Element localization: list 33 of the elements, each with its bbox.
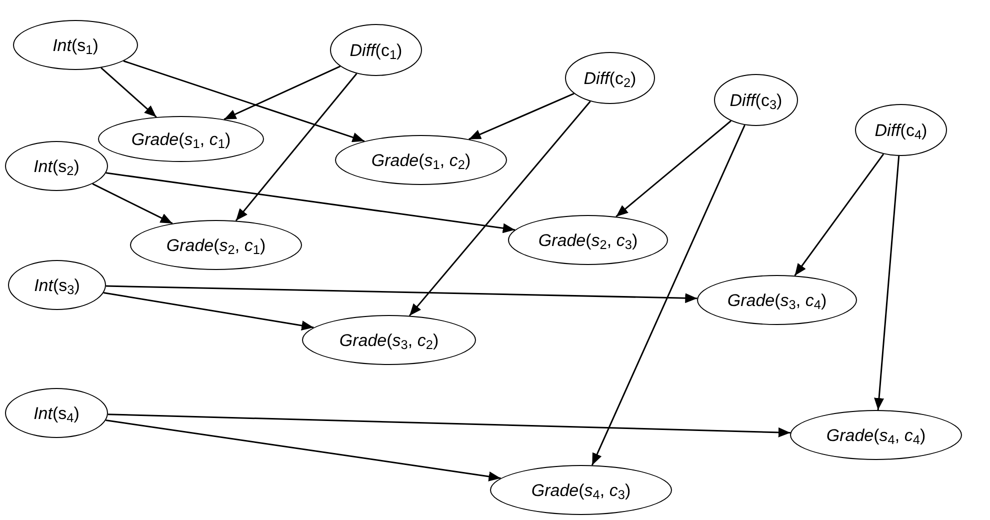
node-label: Int(s$_{1}$) xyxy=(52,36,98,54)
arrow xyxy=(106,420,501,482)
node-label: Grade(s$_{2}$, c$_{3}$) xyxy=(538,232,638,248)
arrow xyxy=(106,285,698,304)
node-label: Int(s$_{3}$) xyxy=(34,276,80,294)
node-label: Grade(s$_{1}$, c$_{2}$) xyxy=(371,152,471,168)
node-label: Diff(c$_{3}$) xyxy=(730,92,782,108)
arrow xyxy=(468,92,574,140)
arrow xyxy=(123,60,365,142)
node-label: Diff(c$_{2}$) xyxy=(584,70,636,86)
ellipse-node xyxy=(5,141,108,191)
arrow xyxy=(100,67,157,118)
arrow xyxy=(874,156,900,410)
arrow xyxy=(108,414,790,438)
node-label: Int(s$_{2}$) xyxy=(34,158,80,174)
arrow xyxy=(92,183,173,224)
node-label: Diff(c$_{4}$) xyxy=(874,122,928,138)
arrow xyxy=(408,100,591,316)
node-label: Grade(s$_{4}$, c$_{3}$) xyxy=(531,482,631,498)
node-label: Grade(s$_{1}$, c$_{1}$) xyxy=(131,130,231,148)
arrow xyxy=(235,73,358,222)
node-label: Grade(s$_{2}$, c$_{1}$) xyxy=(166,236,266,254)
arrow xyxy=(794,154,884,276)
node-label: Int(s$_{4}$) xyxy=(34,404,80,422)
node-label: Grade(s$_{3}$, c$_{4}$) xyxy=(727,292,827,308)
node-label: Diff(c$_{1}$) xyxy=(350,42,402,58)
node-label: Grade(s$_{3}$, c$_{2}$) xyxy=(339,332,439,348)
arrow xyxy=(224,66,341,120)
arrow xyxy=(616,120,732,218)
arrow xyxy=(106,172,516,234)
arrow xyxy=(103,292,314,330)
node-label: Grade(s$_{4}$, c$_{4}$) xyxy=(826,426,926,444)
arrow xyxy=(591,124,746,466)
